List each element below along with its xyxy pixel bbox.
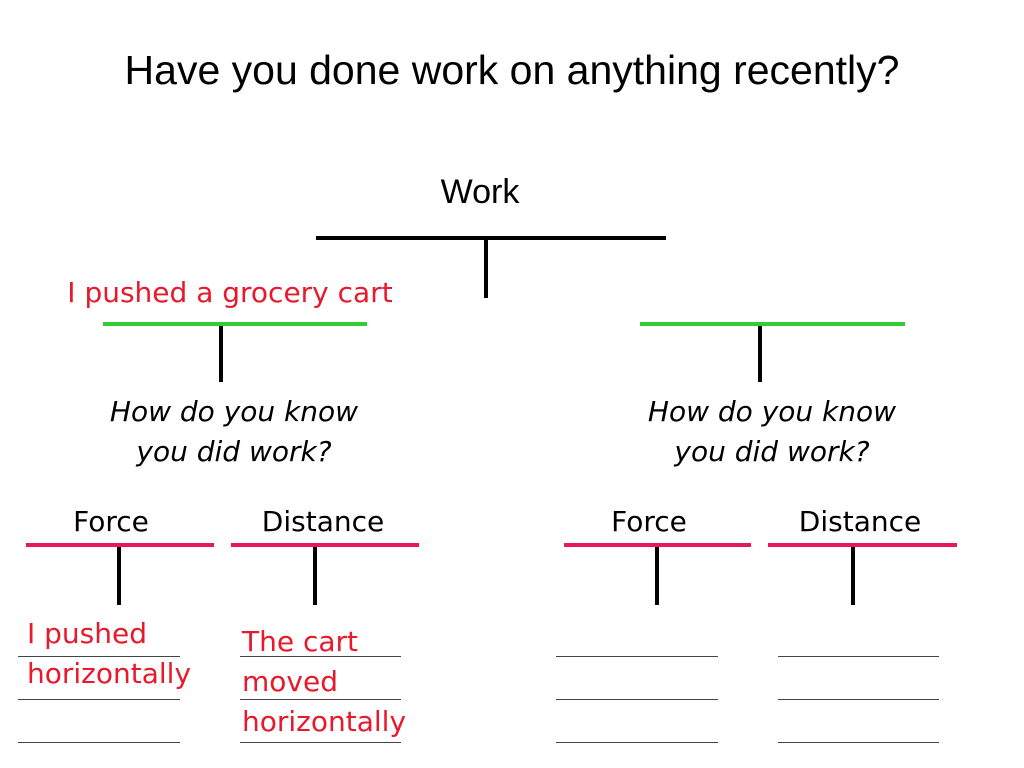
branch-left-stem [219, 326, 223, 382]
right-distance-label: Distance [798, 505, 922, 538]
answer-blank-line [240, 742, 401, 743]
answer-blank-line [240, 656, 401, 657]
branch-left-question: How do you know you did work? [84, 392, 384, 472]
branch-right-bar [640, 322, 905, 326]
left-distance-label: Distance [261, 505, 385, 538]
root-bar [316, 236, 666, 240]
branch-left-bar [103, 322, 367, 326]
answer-blank-line[interactable] [778, 656, 939, 657]
question-line: How do you know [647, 395, 897, 428]
right-force-bar [564, 543, 751, 547]
branch-right-question: How do you know you did work? [622, 392, 922, 472]
left-force-bar [26, 543, 214, 547]
answer-line: The cart [242, 625, 359, 658]
root-stem [484, 240, 488, 298]
root-label-work: Work [440, 173, 520, 211]
left-force-label: Force [73, 505, 149, 538]
slide-title: Have you done work on anything recently? [124, 47, 900, 93]
answer-blank-line [18, 656, 180, 657]
right-distance-bar [768, 543, 957, 547]
branch-right-stem [758, 326, 762, 382]
right-distance-stem [851, 547, 855, 605]
answer-blank-line[interactable] [556, 699, 718, 700]
answer-line: horizontally [242, 705, 407, 738]
answer-line: moved [242, 665, 338, 698]
left-force-stem [117, 547, 121, 605]
answer-line: horizontally [27, 657, 192, 690]
left-distance-bar [231, 543, 419, 547]
right-force-stem [655, 547, 659, 605]
answer-blank-line[interactable] [778, 699, 939, 700]
question-line: you did work? [674, 435, 870, 468]
answer-blank-line [240, 699, 401, 700]
answer-blank-line [18, 699, 180, 700]
left-force-answer: I pushed horizontally [27, 614, 191, 694]
branch-left-example: I pushed a grocery cart [67, 276, 393, 309]
left-distance-stem [313, 547, 317, 605]
answer-blank-line [18, 742, 180, 743]
right-force-label: Force [611, 505, 687, 538]
answer-blank-line[interactable] [778, 742, 939, 743]
answer-line: I pushed [27, 617, 148, 650]
left-distance-answer: The cart moved horizontally [242, 622, 406, 742]
question-line: you did work? [136, 435, 332, 468]
question-line: How do you know [109, 395, 359, 428]
answer-blank-line[interactable] [556, 742, 718, 743]
answer-blank-line[interactable] [556, 656, 718, 657]
